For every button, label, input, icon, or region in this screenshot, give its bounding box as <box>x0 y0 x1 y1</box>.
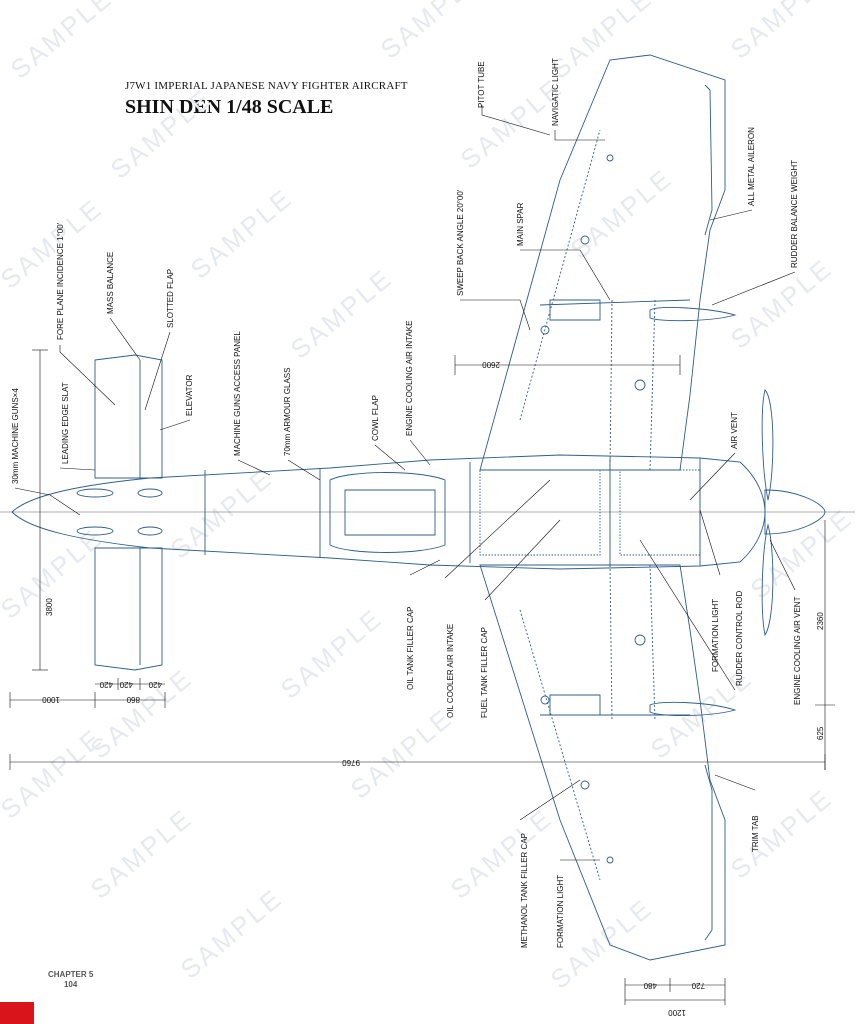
callout-formation-light: FORMATION LIGHT <box>711 599 720 672</box>
watermark: SAMPLE <box>0 522 108 624</box>
watermark: SAMPLE <box>105 82 219 184</box>
dim-1200: 1200 <box>668 1008 686 1017</box>
callout-armour-glass: 70mm ARMOUR GLASS <box>283 368 292 456</box>
callout-engine-cooling-air-intake: ENGINE COOLING AIR INTAKE <box>405 321 414 436</box>
lower-aileron <box>704 764 713 941</box>
callout-methanol-tank-filler-cap: METHANOL TANK FILLER CAP <box>520 833 529 948</box>
dim-2600: 2600 <box>482 360 500 369</box>
callout-rudder-control-rod: RUDDER CONTROL ROD <box>735 591 744 686</box>
watermark: SAMPLE <box>275 602 389 704</box>
dimension-values: 2600 3800 1000 860 420 420 420 9760 2360… <box>42 360 825 1017</box>
callout-air-vent: AIR VENT <box>730 412 739 449</box>
watermark: SAMPLE <box>175 882 289 984</box>
watermark: SAMPLE <box>85 802 199 904</box>
callout-navigation-light: NAVIGATIC LIGHT <box>551 58 560 126</box>
watermark: SAMPLE <box>165 462 279 564</box>
dim-720: 720 <box>691 981 705 990</box>
upper-fin-pod <box>649 307 737 322</box>
watermark: SAMPLE <box>745 502 859 604</box>
aircraft-outline <box>11 54 826 961</box>
dim-3800: 3800 <box>45 598 54 616</box>
watermark: SAMPLE <box>0 192 108 294</box>
callout-all-metal-aileron: ALL METAL AILERON <box>747 127 756 206</box>
callout-machine-guns-access-panel: MACHINE GUNS ACCESS PANEL <box>233 331 242 456</box>
watermark: SAMPLE <box>0 722 108 824</box>
callout-cowl-flap: COWL FLAP <box>371 395 380 441</box>
dim-420: 420 <box>148 680 162 689</box>
watermark: SAMPLE <box>285 262 399 364</box>
upper-spar <box>539 299 691 306</box>
propeller-blade-lower <box>761 523 774 637</box>
watermark: SAMPLE <box>445 802 559 904</box>
subtitle: J7W1 IMPERIAL JAPANESE NAVY FIGHTER AIRC… <box>125 80 408 92</box>
callout-oil-tank-filler-cap: OIL TANK FILLER CAP <box>406 607 415 690</box>
dim-420: 420 <box>99 680 113 689</box>
watermark: SAMPLE <box>5 0 119 85</box>
callout-slotted-flap: SLOTTED FLAP <box>166 269 175 328</box>
callout-trim-tab: TRIM TAB <box>751 815 760 852</box>
watermark: SAMPLE <box>375 0 489 65</box>
canard-lower <box>94 547 163 671</box>
upper-aileron <box>704 84 713 236</box>
dim-625: 625 <box>816 726 825 740</box>
page-title: SHIN DEN 1/48 SCALE <box>125 96 334 118</box>
callout-engine-cooling-air-vent: ENGINE COOLING AIR VENT <box>793 596 802 705</box>
dim-1000: 1000 <box>42 695 60 704</box>
dim-2360: 2360 <box>816 612 825 630</box>
watermark: SAMPLE <box>185 182 299 284</box>
canopy <box>329 472 446 553</box>
callout-formation-light: FORMATION LIGHT <box>556 875 565 948</box>
watermark: SAMPLE <box>565 162 679 264</box>
dim-9760: 9760 <box>342 758 360 767</box>
page-tab <box>0 1002 34 1024</box>
canard-upper <box>94 354 163 479</box>
callout-leading-edge-slat: LEADING EDGE SLAT <box>61 382 70 464</box>
callout-machine-guns: 30mm MACHINE GUNS×4 <box>11 388 20 484</box>
chapter-title: CHAPTER 5 <box>48 970 94 979</box>
callout-sweep-back-angle: SWEEP BACK ANGLE 20°00' <box>456 189 465 296</box>
callout-fuel-tank-filler-cap: FUEL TANK FILLER CAP <box>480 627 489 718</box>
callout-elevator: ELEVATOR <box>185 374 194 416</box>
callout-rudder-balance-weight: RUDDER BALANCE WEIGHT <box>790 160 799 268</box>
chapter-label: CHAPTER 5 104 <box>48 970 93 990</box>
watermark: SAMPLE <box>725 782 839 884</box>
lower-wing <box>479 564 726 961</box>
dim-420: 420 <box>119 680 133 689</box>
watermark-layer: SAMPLE SAMPLE SAMPLE SAMPLE SAMPLE SAMPL… <box>0 0 858 995</box>
watermark: SAMPLE <box>725 0 839 65</box>
propeller-blade-upper <box>761 389 774 501</box>
watermark: SAMPLE <box>725 252 839 354</box>
dim-860: 860 <box>126 695 140 704</box>
callout-pitot-tube: PITOT TUBE <box>477 61 486 108</box>
watermark: SAMPLE <box>345 702 459 804</box>
callout-mass-balance: MASS BALANCE <box>106 252 115 314</box>
upper-wing <box>479 54 726 471</box>
callout-fore-plane-incidence: FORE PLANE INCIDENCE 1°00' <box>56 222 65 340</box>
lower-fin-pod <box>649 701 737 716</box>
page-number: 104 <box>63 980 78 989</box>
callout-oil-cooler-air-intake: OIL COOLER AIR INTAKE <box>446 624 455 718</box>
dimension-lines <box>0 105 855 1005</box>
dim-480: 480 <box>643 981 657 990</box>
watermark: SAMPLE <box>545 0 659 85</box>
callout-layer: PITOT TUBE NAVIGATIC LIGHT ALL METAL AIL… <box>11 58 802 948</box>
callout-main-spar: MAIN SPAR <box>516 202 525 246</box>
